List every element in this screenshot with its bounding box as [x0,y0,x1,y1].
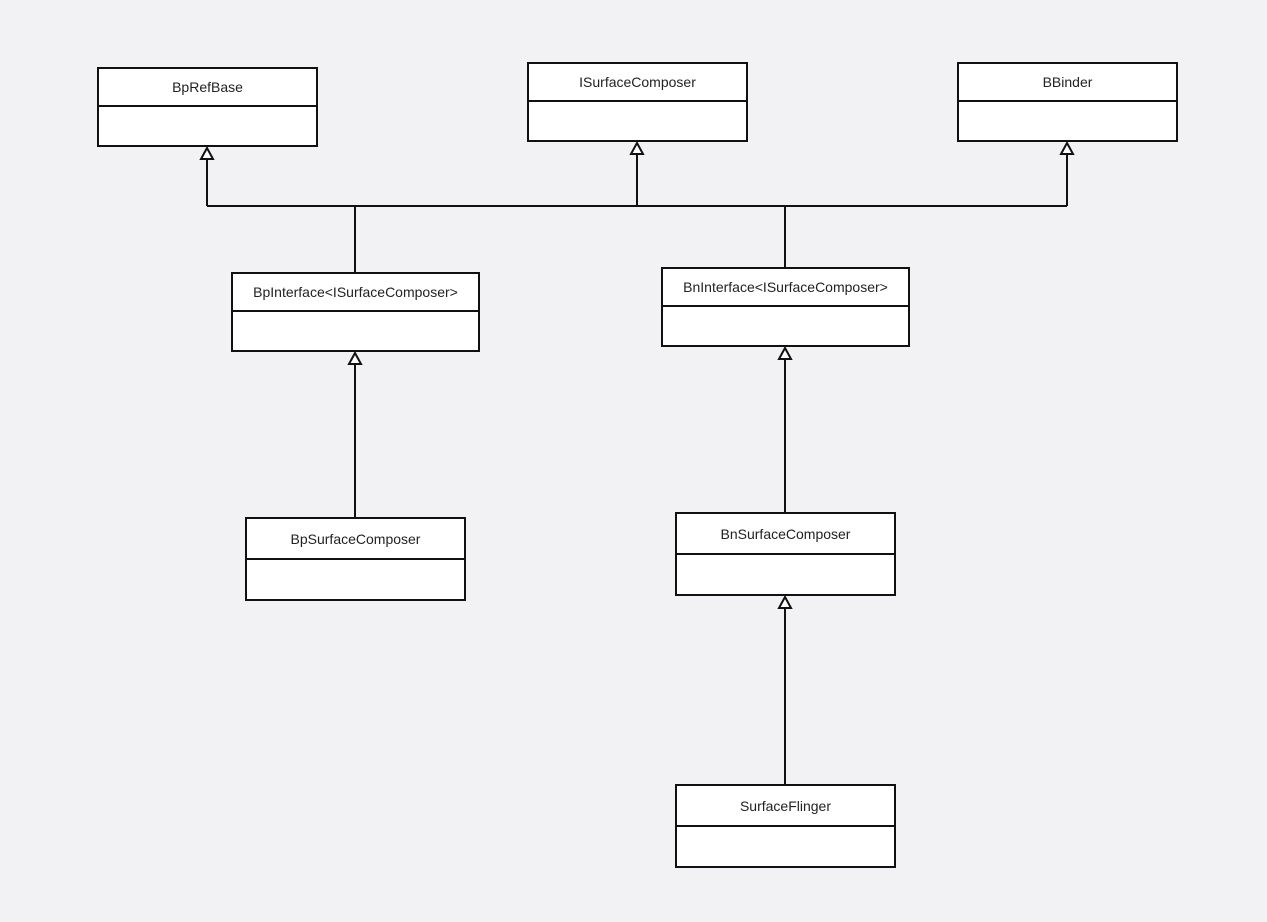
arrowhead-bnsurfacecomposer [777,594,793,609]
class-box-bninterface[interactable]: BnInterface<ISurfaceComposer> [661,267,910,347]
class-body-bnsurfacecomposer [677,555,894,594]
class-box-isurfacecomposer[interactable]: ISurfaceComposer [527,62,748,142]
class-box-bnsurfacecomposer[interactable]: BnSurfaceComposer [675,512,896,596]
class-name-bbinder: BBinder [959,64,1176,102]
class-name-surfaceflinger: SurfaceFlinger [677,786,894,827]
class-box-bbinder[interactable]: BBinder [957,62,1178,142]
class-box-bpinterface[interactable]: BpInterface<ISurfaceComposer> [231,272,480,352]
class-name-bnsurfacecomposer: BnSurfaceComposer [677,514,894,555]
class-body-bbinder [959,102,1176,140]
arrowhead-isurfacecomposer [629,140,645,155]
class-name-bpsurfacecomposer: BpSurfaceComposer [247,519,464,560]
class-name-isurfacecomposer: ISurfaceComposer [529,64,746,102]
class-name-bprefbase: BpRefBase [99,69,316,107]
class-box-bprefbase[interactable]: BpRefBase [97,67,318,147]
arrowhead-bprefbase [199,145,215,160]
class-box-bpsurfacecomposer[interactable]: BpSurfaceComposer [245,517,466,601]
arrowhead-bbinder [1059,140,1075,155]
class-body-bpinterface [233,312,478,350]
class-body-surfaceflinger [677,827,894,866]
arrowhead-bninterface [777,345,793,360]
class-body-bpsurfacecomposer [247,560,464,599]
class-name-bpinterface: BpInterface<ISurfaceComposer> [233,274,478,312]
class-body-isurfacecomposer [529,102,746,140]
arrowhead-bpinterface [347,350,363,365]
class-name-bninterface: BnInterface<ISurfaceComposer> [663,269,908,307]
class-body-bninterface [663,307,908,345]
class-body-bprefbase [99,107,316,145]
class-box-surfaceflinger[interactable]: SurfaceFlinger [675,784,896,868]
